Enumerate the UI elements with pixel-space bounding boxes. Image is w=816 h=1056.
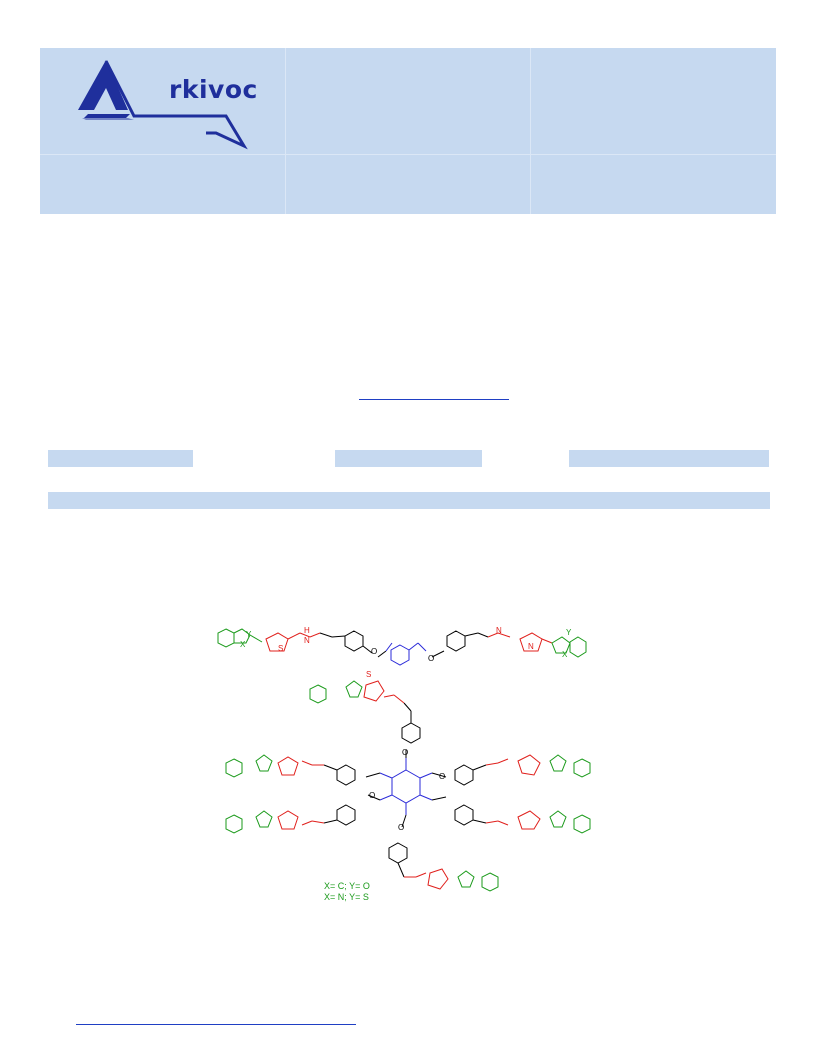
atom-o: O [428,654,434,663]
atom-o: O [439,772,445,781]
svg-text:Y: Y [246,630,252,639]
compound-bis [217,628,587,666]
atom-o: O [369,791,375,800]
atom-o: O [402,748,408,757]
chemical-structure: O O O O O O H N N S N S Y X Y X [217,626,591,892]
graphical-abstract-figure: O O O O O O H N N S N S Y X Y X X= C; Y=… [206,615,606,915]
doi-link-underline[interactable] [359,399,509,400]
revised-band [335,450,482,467]
svg-text:H: H [304,626,310,635]
compound-hexa [225,680,591,892]
svg-text:N: N [496,626,502,635]
svg-text:S: S [278,644,283,653]
logo-triangle-icon [78,60,248,150]
svg-text:X: X [240,640,246,649]
logo-wordmark: rkivoc [169,75,258,104]
header-divider [40,154,776,155]
received-band [48,450,193,467]
atom-o: O [371,647,377,656]
header-divider [530,48,531,214]
journal-header: rkivoc [40,48,776,214]
atom-o: O [398,823,404,832]
svg-text:S: S [366,670,371,679]
svg-text:X: X [562,650,568,659]
legend-line-2: X= N; Y= S [324,892,369,902]
title-band [48,492,770,509]
header-divider [285,48,286,214]
footnote-link-underline[interactable] [76,1024,356,1025]
arkivoc-logo[interactable]: rkivoc [76,58,257,154]
svg-text:N: N [528,642,534,651]
published-band [569,450,769,467]
svg-text:N: N [304,636,310,645]
legend-line-1: X= C; Y= O [324,881,370,891]
svg-text:Y: Y [566,628,572,637]
